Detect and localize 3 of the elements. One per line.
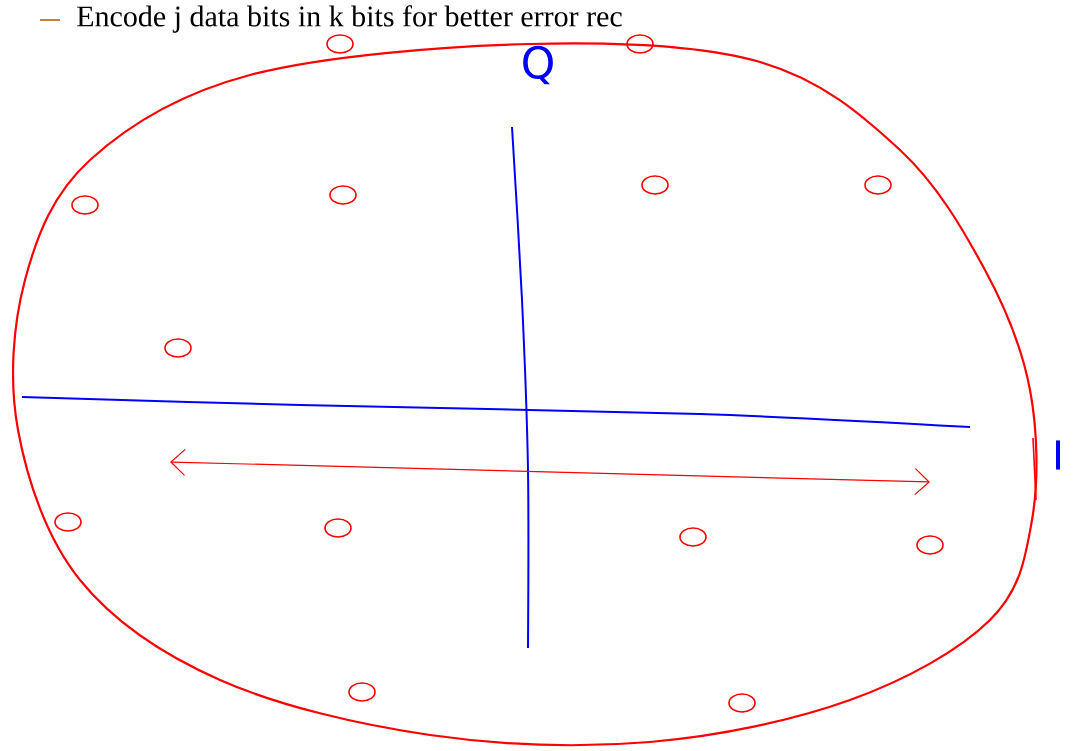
axis-label: I (1056, 440, 1060, 470)
heading-text: Encode j data bits in k bits for better error rec (77, 5, 622, 33)
axis-label: Q (523, 45, 553, 85)
